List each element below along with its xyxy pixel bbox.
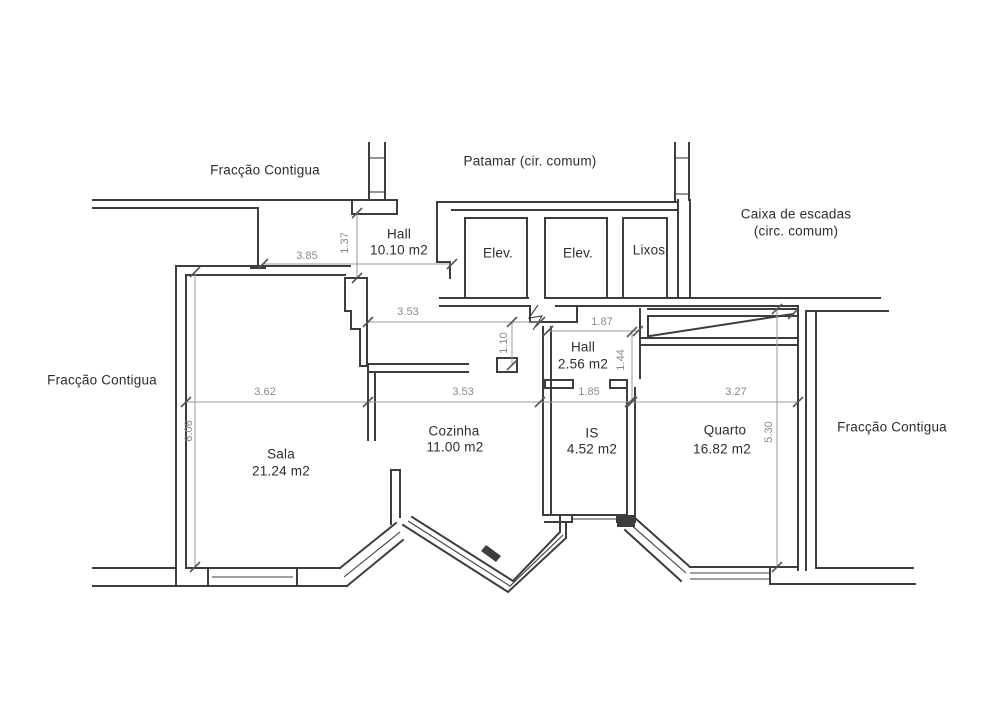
dimension-lines (186, 213, 798, 567)
dim-quarto-width: 3.27 (725, 386, 747, 398)
label-fraccao-contigua-top: Fracção Contigua (210, 162, 320, 178)
room-label-cozinha: Cozinha (428, 423, 480, 439)
walls (92, 142, 916, 594)
dim-is-width: 1.85 (578, 386, 600, 398)
window-lines (212, 157, 770, 587)
room-label-quarto: Quarto (703, 422, 747, 438)
dim-sala-width: 3.62 (254, 386, 276, 398)
room-area-is: 4.52 m2 (566, 441, 618, 457)
label-caixa-escadas-line1: Caixa de escadas (740, 206, 852, 222)
dim-corridor-width: 3.53 (397, 306, 419, 318)
label-fraccao-contigua-left: Fracção Contigua (47, 372, 157, 388)
room-label-elevador-2: Elev. (562, 245, 594, 261)
label-fraccao-contigua-right: Fracção Contigua (837, 419, 947, 435)
dim-corridor-depth: 1.10 (498, 332, 510, 354)
room-area-hall-2: 2.56 m2 (557, 356, 609, 372)
room-label-hall-entrada: Hall (386, 226, 412, 242)
dimension-ticks (180, 207, 804, 573)
room-label-elevador-1: Elev. (482, 245, 514, 261)
dim-hall-width: 3.85 (296, 250, 318, 262)
dim-hall2-depth: 1.44 (615, 349, 627, 371)
label-patamar: Patamar (cir. comum) (463, 153, 597, 169)
room-label-hall-2: Hall (570, 339, 596, 355)
room-label-sala: Sala (267, 446, 295, 462)
room-area-sala: 21.24 m2 (252, 463, 310, 479)
room-area-quarto: 16.82 m2 (693, 441, 751, 457)
label-caixa-escadas-line2: (circ. comum) (753, 223, 839, 239)
dim-entry-width: 1.87 (591, 316, 613, 328)
dim-cozinha-width: 3.53 (452, 386, 474, 398)
dim-hall-depth: 1.37 (339, 232, 351, 254)
room-area-cozinha: 11.00 m2 (426, 439, 484, 455)
entry-door-icon (527, 304, 544, 331)
dim-sala-height: 6.06 (183, 420, 195, 442)
room-area-hall-entrada: 10.10 m2 (370, 242, 428, 258)
room-label-lixos: Lixos (632, 242, 666, 258)
dim-quarto-height: 5.30 (763, 421, 775, 443)
room-label-is: IS (585, 425, 599, 441)
